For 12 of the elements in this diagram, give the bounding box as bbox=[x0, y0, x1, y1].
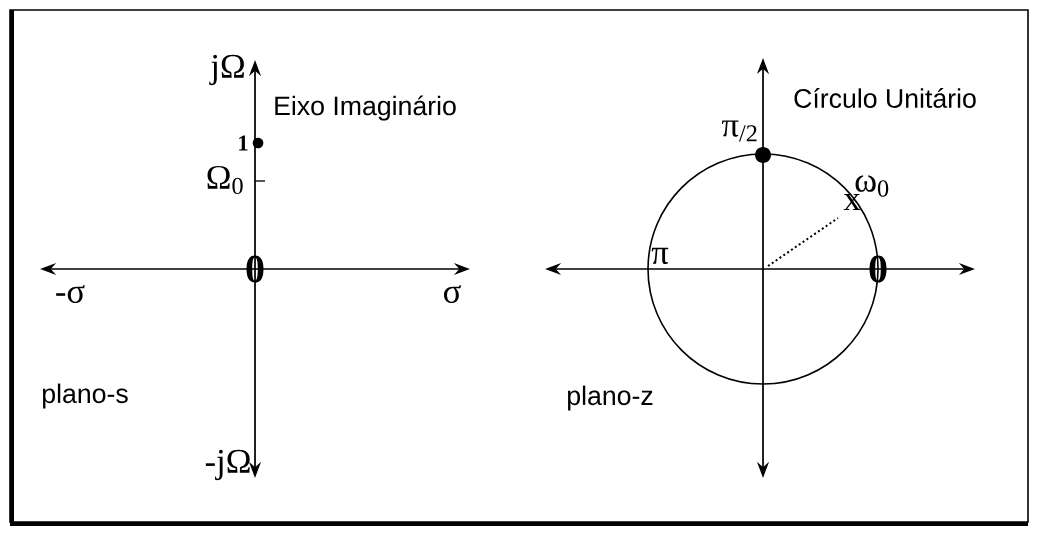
axis-label: jΩ bbox=[209, 54, 244, 86]
axis-label: σ bbox=[444, 284, 461, 304]
tick-label: Ω$_{0}$ bbox=[207, 165, 243, 195]
plane-label: plano-s bbox=[43, 383, 128, 409]
tick-label: 1 bbox=[239, 135, 248, 151]
axis-title: Círculo Unitário bbox=[794, 88, 976, 108]
axis-label: -σ bbox=[56, 284, 85, 304]
axis-label: -jΩ bbox=[205, 449, 250, 481]
angle-label: π$_{/2}$ bbox=[721, 120, 757, 142]
angle-label: π bbox=[651, 247, 669, 265]
axis-title: Eixo Imaginário bbox=[275, 95, 456, 121]
plane-label: plano-z bbox=[568, 385, 653, 411]
